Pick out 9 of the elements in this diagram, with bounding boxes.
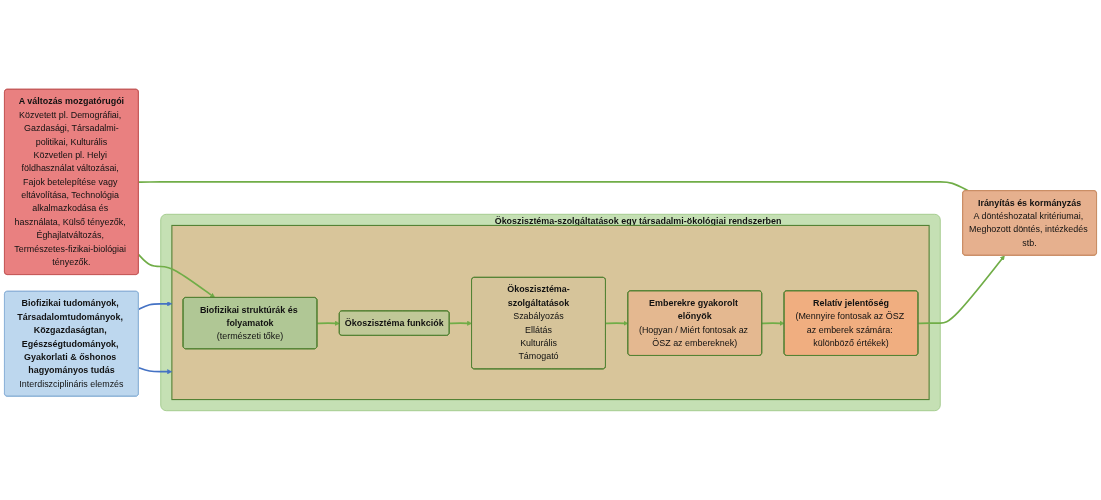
- arrow: [137, 366, 173, 375]
- arrow: [137, 253, 216, 298]
- arrow: [137, 301, 173, 311]
- arrow: [316, 320, 340, 326]
- arrow: [448, 320, 473, 326]
- arrow: [604, 320, 629, 326]
- connector: [137, 181, 970, 192]
- arrow: [917, 255, 1005, 325]
- arrow: [761, 320, 785, 326]
